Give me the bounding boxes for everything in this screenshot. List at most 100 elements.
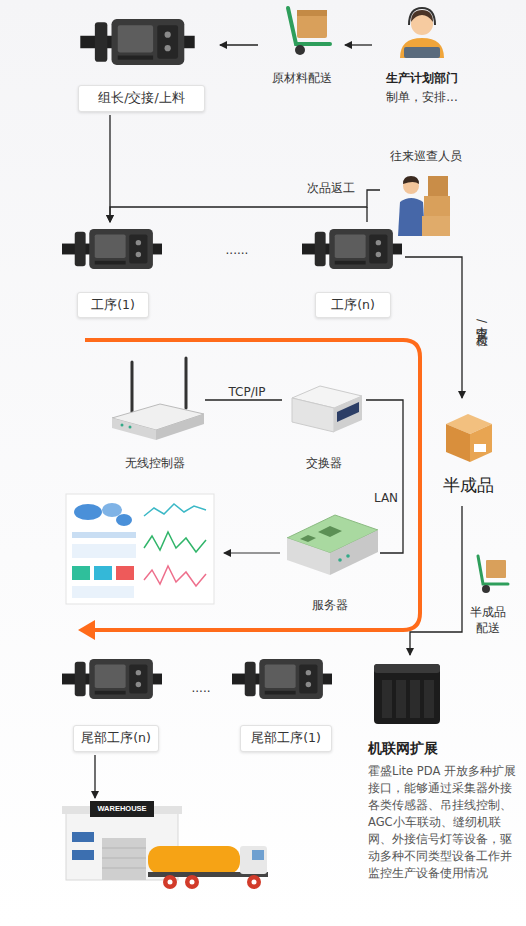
truck-wheel xyxy=(295,45,305,55)
flow-connector xyxy=(405,257,462,398)
warehouse-sign xyxy=(90,801,154,817)
flow-connector xyxy=(220,44,258,45)
chart-bar xyxy=(72,532,136,538)
kpi-tile xyxy=(72,566,90,580)
node-label: 无线控制器 xyxy=(105,455,205,471)
process-box: 尾部工序(1) xyxy=(226,652,342,755)
sign-text: WAREHOUSE xyxy=(90,801,154,817)
flow-connector xyxy=(366,400,403,553)
truck-wheel xyxy=(247,875,261,889)
truck-cab xyxy=(240,846,267,874)
box-front xyxy=(470,424,492,462)
node-label: 往来巡查人员 xyxy=(380,148,472,164)
cargo-box xyxy=(428,176,448,196)
drive-bay xyxy=(382,680,392,718)
chip xyxy=(300,535,316,542)
delivery-node: 原材料配送 xyxy=(258,5,345,90)
shutter-line xyxy=(102,858,146,859)
expansion-box xyxy=(374,664,440,724)
router-side xyxy=(156,414,204,440)
node-description: 霍盛Lite PDA 开放多种扩展接口，能够通过采集器外接各类传感器、吊挂线控制… xyxy=(368,763,520,882)
flow-connector xyxy=(94,755,95,798)
led xyxy=(338,558,342,562)
antenna xyxy=(131,362,134,412)
node-label: 服务器 xyxy=(280,597,380,613)
server-front xyxy=(287,538,330,575)
hand-truck xyxy=(478,556,508,584)
map-shape xyxy=(116,514,132,526)
step-label: 组长/交接/上料 xyxy=(78,85,205,112)
led xyxy=(129,426,132,429)
truck-wheel xyxy=(185,875,199,889)
chart-row xyxy=(72,544,136,558)
truck-tank xyxy=(148,846,240,874)
department-node: 生产计划部门制单，安排... xyxy=(372,5,472,105)
headset xyxy=(409,8,435,25)
switch-side xyxy=(334,396,362,432)
process-box: 工序(n) xyxy=(295,222,405,320)
cargo-box xyxy=(486,560,506,578)
router-front xyxy=(112,418,156,440)
node-label: 原材料配送 xyxy=(258,70,345,86)
window xyxy=(72,832,94,842)
node-label: 交换器 xyxy=(282,455,366,471)
cargo-box xyxy=(424,196,450,216)
process-label: 工序(1) xyxy=(77,292,149,318)
warehouse-node: WAREHOUSE xyxy=(62,798,180,882)
edge-label: 中查/质检 xyxy=(474,287,490,357)
expansion-box-top xyxy=(374,664,440,673)
node-title: 生产计划部门 xyxy=(372,70,472,86)
pda-device xyxy=(62,229,162,269)
flow-connector xyxy=(205,399,282,400)
person-hair xyxy=(403,176,419,184)
line-chart xyxy=(144,504,206,516)
shutter-line xyxy=(102,848,146,849)
pda-device xyxy=(62,659,162,699)
cargo-box xyxy=(297,10,327,38)
node-subtitle: 制单，安排... xyxy=(372,89,472,105)
wheel-hub xyxy=(252,880,257,885)
switch-panel xyxy=(337,402,359,422)
server-side xyxy=(330,530,378,575)
antenna xyxy=(185,358,188,408)
edge-label: 次品返工 xyxy=(300,180,362,196)
ellipsis: ...... xyxy=(212,242,262,258)
kpi-tile xyxy=(116,566,134,580)
ellipsis: ..... xyxy=(180,680,222,696)
drive-bay xyxy=(410,680,420,718)
edge-label: TCP/IP xyxy=(216,384,278,400)
server-node: 服务器 xyxy=(280,505,380,623)
pda-device xyxy=(80,19,194,65)
switch-front xyxy=(292,398,334,432)
pda-device xyxy=(302,229,402,269)
switch-node: 交换器 xyxy=(282,380,366,480)
hand-truck xyxy=(288,8,330,44)
led xyxy=(121,424,124,427)
person-body xyxy=(400,38,444,58)
edge-label: 半成品配送 xyxy=(468,604,508,636)
truck-wheel xyxy=(163,875,177,889)
process-label: 尾部工序(1) xyxy=(240,725,332,752)
laptop xyxy=(404,47,440,58)
cargo-box xyxy=(422,216,450,236)
process-label: 尾部工序(n) xyxy=(73,725,159,752)
node-label: 半成品 xyxy=(432,474,504,496)
person-body xyxy=(398,198,425,236)
step-box: 组长/交接/上料 xyxy=(70,10,220,115)
flow-connector xyxy=(410,506,462,655)
product-node: 半成品 xyxy=(432,398,504,506)
process-box: 尾部工序(n) xyxy=(55,652,167,755)
chip xyxy=(318,526,342,537)
drive-bay xyxy=(396,680,406,718)
cargo-tape xyxy=(297,10,327,16)
flow-connector xyxy=(109,115,110,222)
line-chart xyxy=(144,566,206,586)
dashboard-card xyxy=(66,494,214,604)
bracket-line xyxy=(366,207,367,222)
box-side xyxy=(446,424,470,462)
shutter-line xyxy=(102,868,146,869)
edge-label: LAN xyxy=(370,490,402,506)
